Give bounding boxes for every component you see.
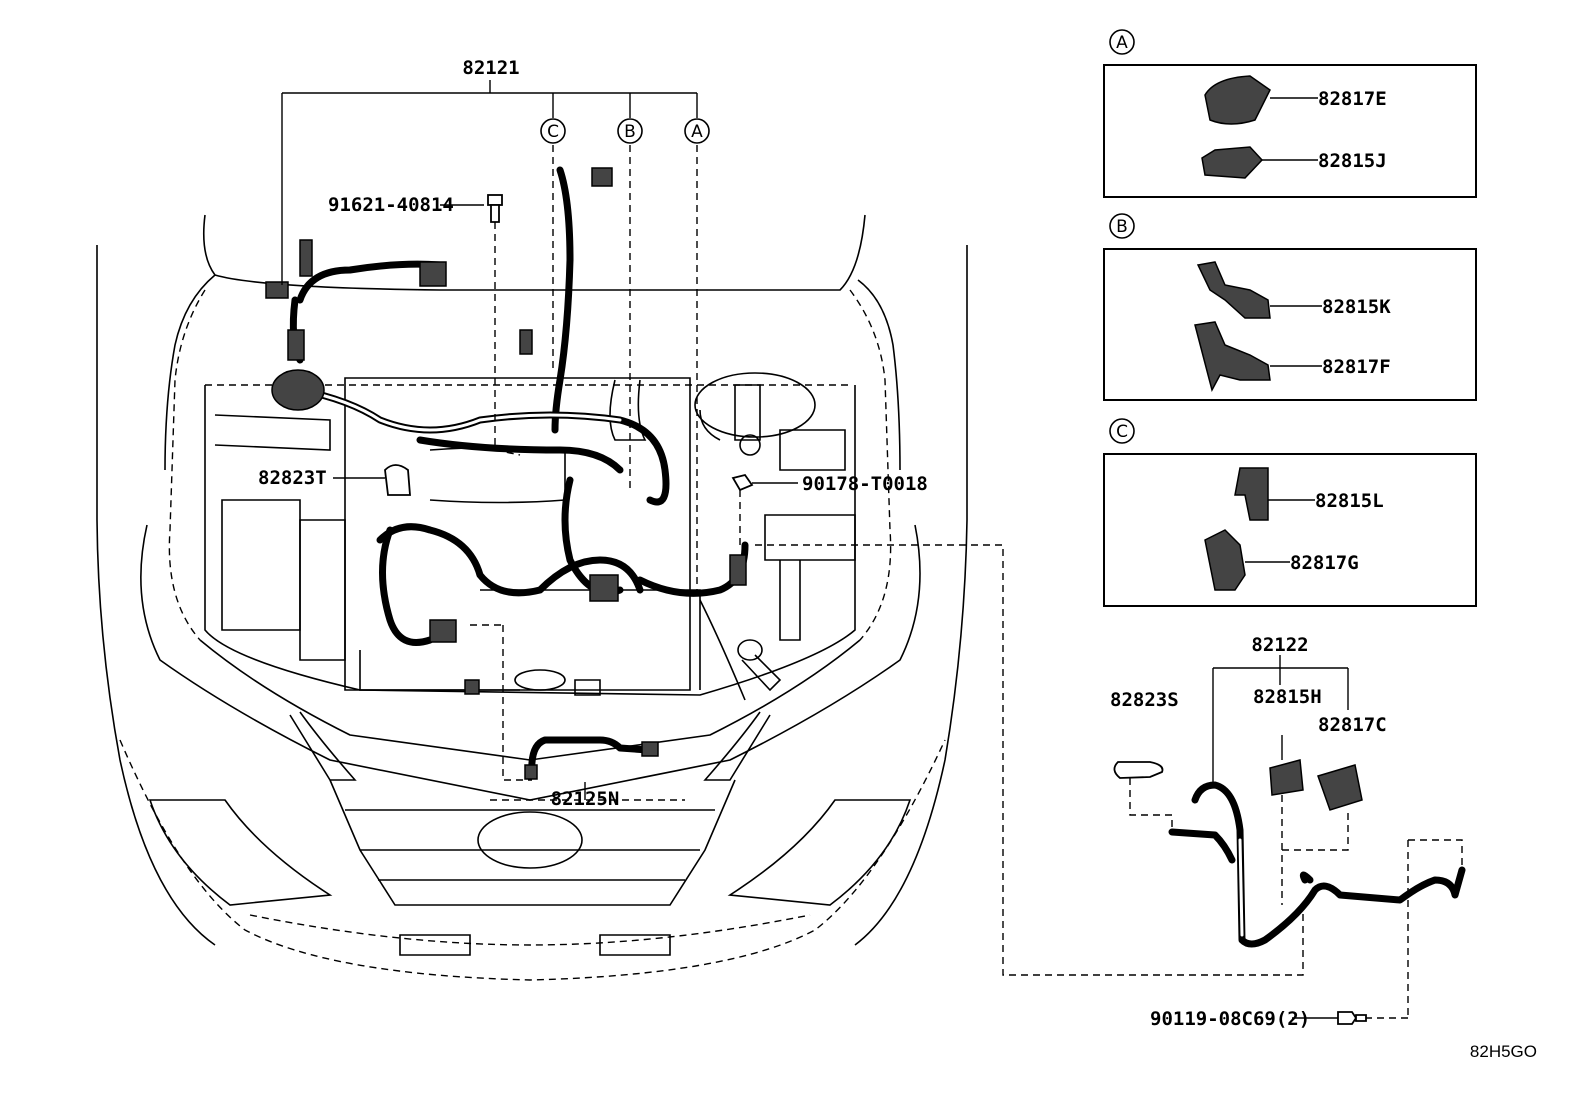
circle-tag-a: A	[1116, 33, 1128, 53]
leaders-main	[281, 80, 1304, 976]
harness-82122	[1113, 655, 1466, 1025]
label-82823t: 82823T	[258, 467, 327, 489]
harness-82121	[265, 166, 749, 695]
detail-b: B 82815K 82817F	[1103, 213, 1477, 401]
label-82815k: 82815K	[1322, 296, 1391, 318]
label-82815j: 82815J	[1318, 150, 1387, 172]
label-82815l: 82815L	[1315, 490, 1384, 512]
label-82125n: 82125N	[551, 788, 620, 810]
label-91621-40814: 91621-40814	[328, 194, 454, 216]
label-82817e: 82817E	[1318, 88, 1387, 110]
circle-tag-a-main: A	[684, 118, 710, 144]
label-82121: 82121	[462, 57, 519, 79]
label-82817c: 82817C	[1318, 714, 1387, 736]
label-82823s: 82823S	[1110, 689, 1179, 711]
circle-tag-b-main: B	[617, 118, 643, 144]
detail-c: C 82815L 82817G	[1103, 418, 1477, 607]
clamp-82823t	[384, 464, 411, 496]
label-82122: 82122	[1251, 634, 1308, 656]
circle-tag-b: B	[1116, 217, 1128, 237]
harness-82125n	[524, 736, 659, 780]
diagram-code: 82H5GO	[1470, 1042, 1537, 1061]
label-90178-t0018: 90178-T0018	[802, 473, 928, 495]
svg-text:C: C	[547, 122, 559, 142]
car-body-outline	[96, 214, 968, 981]
svg-text:B: B	[624, 122, 636, 142]
svg-text:A: A	[691, 122, 703, 142]
circle-tag-c: C	[1116, 422, 1128, 442]
engine-bay	[204, 372, 856, 701]
bolt-91621	[487, 194, 503, 223]
label-82817f: 82817F	[1322, 356, 1391, 378]
detail-a: A 82817E 82815J	[1103, 29, 1477, 198]
nut-90178	[731, 473, 754, 492]
label-90119-08c69: 90119-08C69(2)	[1150, 1008, 1310, 1030]
circle-tag-c-main: C	[540, 118, 566, 144]
label-82817g: 82817G	[1290, 552, 1359, 574]
label-82815h: 82815H	[1253, 686, 1322, 708]
